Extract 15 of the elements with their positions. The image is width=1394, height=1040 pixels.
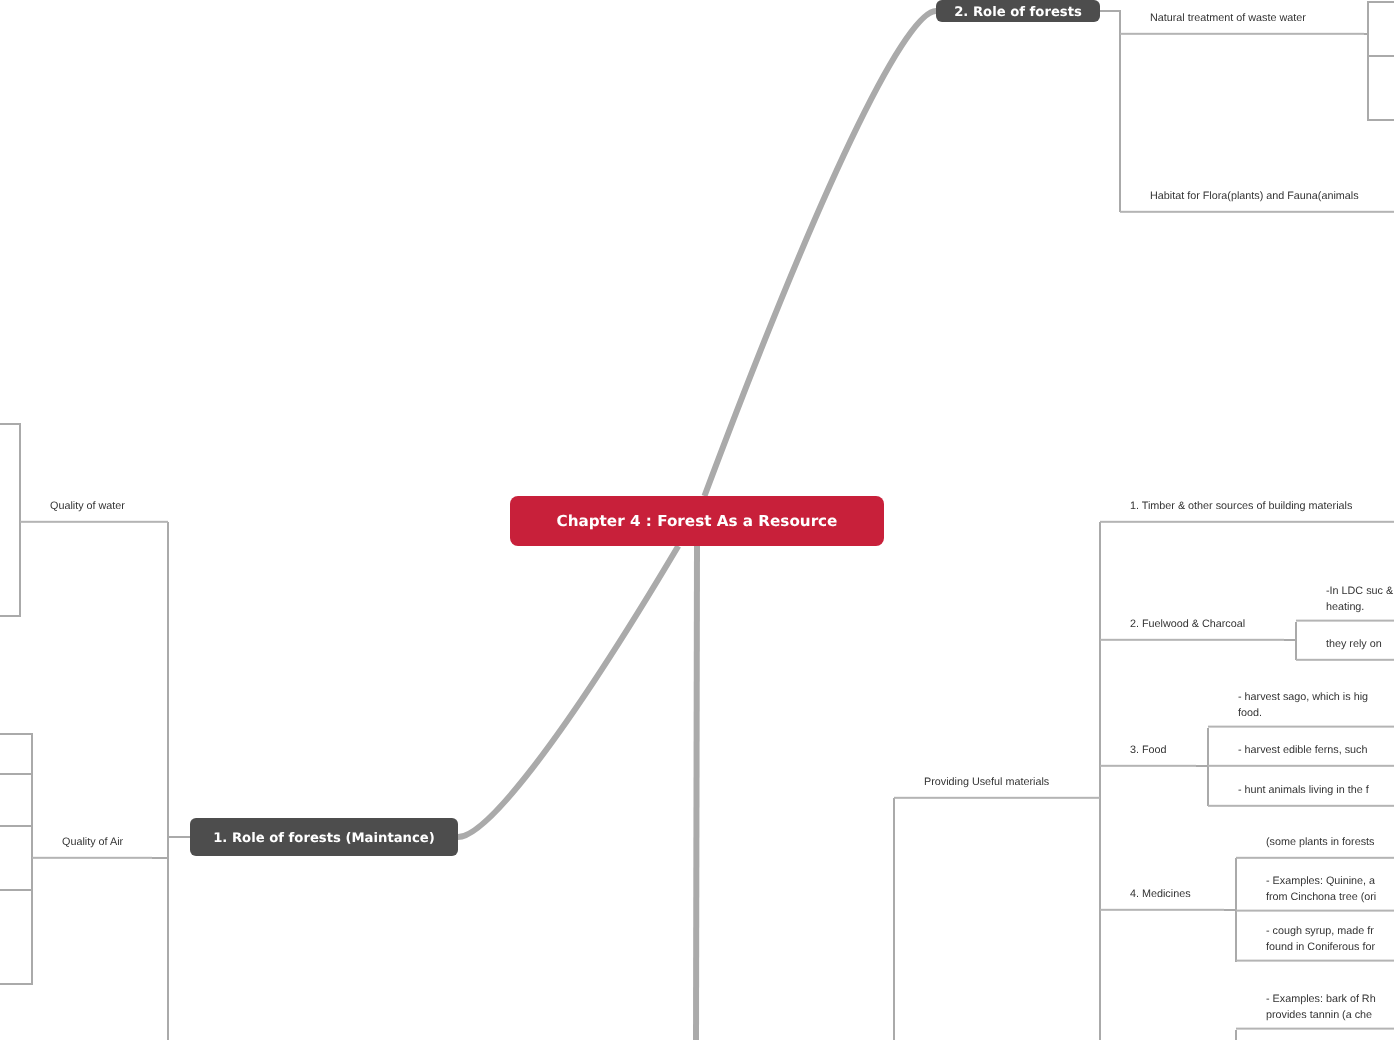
branch-line xyxy=(893,797,895,1040)
branch-line xyxy=(1195,765,1209,807)
branch-line xyxy=(1099,797,1101,1040)
branch-line xyxy=(1099,765,1101,799)
branch-line xyxy=(0,733,33,985)
branch-line xyxy=(1099,10,1121,213)
branch-line xyxy=(167,836,191,1040)
branch-line xyxy=(693,546,700,1040)
branch-line xyxy=(457,544,681,840)
branch-line xyxy=(1363,1,1394,121)
branch-line xyxy=(701,8,938,498)
branch-line xyxy=(1283,639,1297,661)
branch-line xyxy=(0,423,21,617)
branch-line xyxy=(1235,1029,1237,1040)
branch-line xyxy=(1223,909,1237,963)
